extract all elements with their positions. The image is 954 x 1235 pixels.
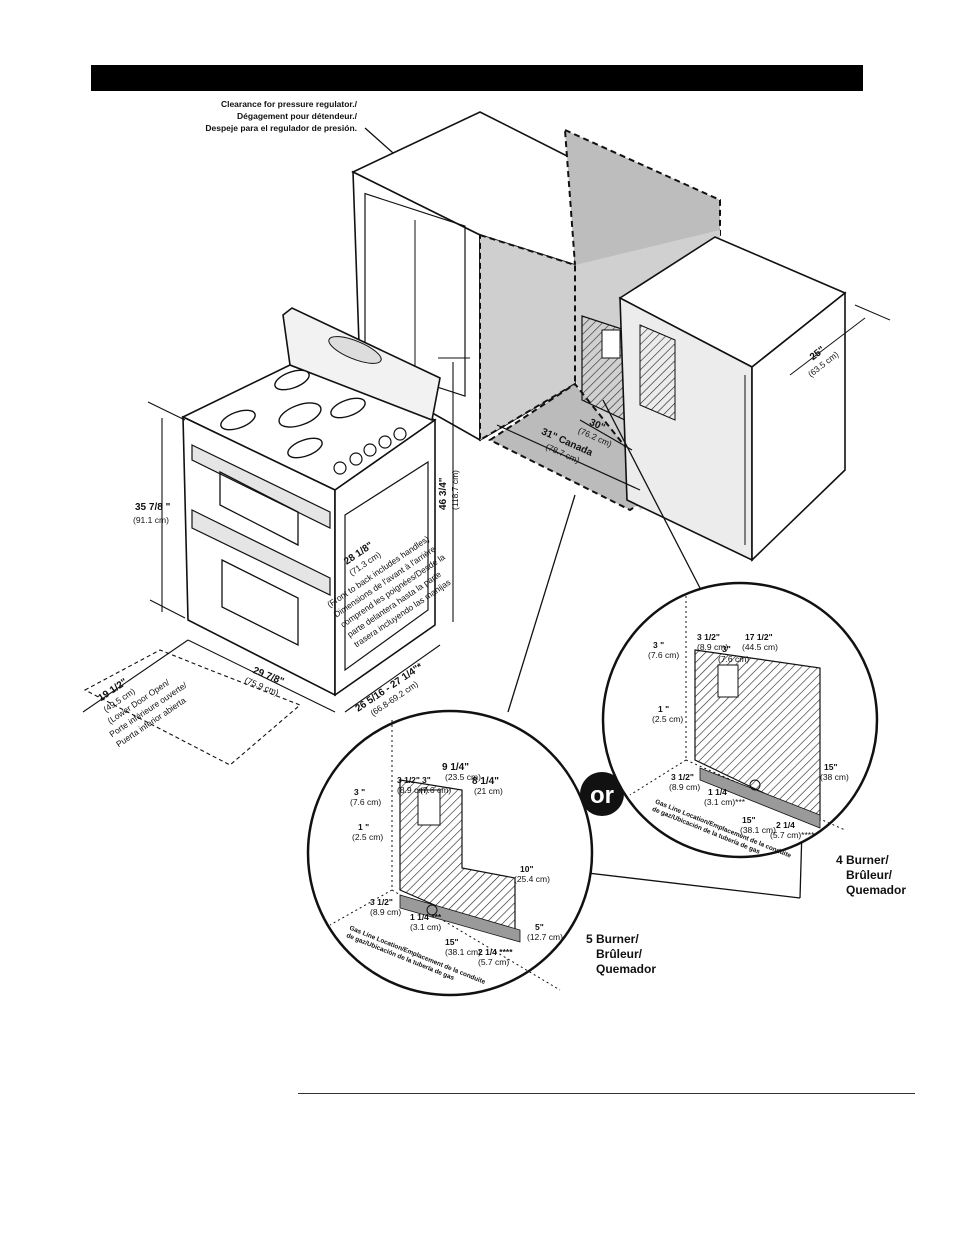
fb-3b-cm: (7.6 cm) bbox=[420, 785, 451, 795]
fb4-15-cm: (38.1 cm) bbox=[740, 825, 776, 835]
fb-3-1-2-cm: (8.9 cm) bbox=[397, 785, 428, 795]
upper-oven-window bbox=[219, 470, 299, 547]
fb4-1-1-4-cm: (3.1 cm)*** bbox=[704, 797, 746, 807]
fb4-title-2: Brûleur/ bbox=[846, 868, 893, 882]
fb-2-1-4-cm: (5.7 cm) bbox=[478, 957, 509, 967]
fb4-3a: 3" bbox=[722, 644, 731, 654]
header-bar bbox=[91, 65, 863, 91]
fb4-1: 1 " bbox=[658, 704, 669, 714]
dim-46-3-4-cm: (118.7 cm) bbox=[450, 470, 460, 510]
fb-5-cm: (12.7 cm) bbox=[527, 932, 563, 942]
range bbox=[181, 307, 441, 697]
fb4-1-cm: (2.5 cm) bbox=[652, 714, 683, 724]
fb-title-3: Quemador bbox=[596, 962, 656, 976]
fb4-17-1-2: 17 1/2" bbox=[745, 632, 773, 642]
four-burner-gas-line bbox=[699, 767, 821, 829]
right-cabinet bbox=[618, 236, 847, 562]
fb4-title-1: 4 Burner/ bbox=[836, 853, 889, 867]
fb4-1-1-4: 1 1/4 bbox=[708, 787, 727, 797]
callout-line-1: Clearance for pressure regulator./ bbox=[221, 99, 358, 109]
or-badge-text: or bbox=[590, 782, 614, 809]
callout-line-2: Dégagement pour détendeur./ bbox=[237, 111, 358, 121]
fb-title-1: 5 Burner/ bbox=[586, 932, 639, 946]
upper-oven-handle bbox=[191, 444, 331, 529]
or-badge: or bbox=[580, 772, 624, 816]
fb-10-cm: (25.4 cm) bbox=[514, 874, 550, 884]
five-burner-gas-line bbox=[399, 894, 521, 943]
fb-3a: 3 " bbox=[354, 787, 365, 797]
fb-1-1-4: 1 1/4 *** bbox=[410, 912, 442, 922]
right-cabinet-side bbox=[751, 291, 846, 562]
fb4-2-1-4-cm: (5.7 cm)**** bbox=[770, 830, 815, 840]
dim-46-3-4: 46 3/4" bbox=[438, 477, 449, 510]
range-dims bbox=[82, 357, 470, 766]
fb-2-1-4: 2 1/4 **** bbox=[478, 947, 513, 957]
fb-3-1-2-low-cm: (8.9 cm) bbox=[370, 907, 401, 917]
fb4-15: 15" bbox=[742, 815, 756, 825]
fb-3-1-2: 3 1/2" bbox=[397, 775, 420, 785]
dim-35-7-8-cm: (91.1 cm) bbox=[133, 515, 169, 525]
fb-9-1-4-cm: (23.5 cm) bbox=[445, 772, 481, 782]
fb-3a-cm: (7.6 cm) bbox=[350, 797, 381, 807]
fb4-3-1-2-low-cm: (8.9 cm) bbox=[669, 782, 700, 792]
fb4-17-1-2-cm: (44.5 cm) bbox=[742, 642, 778, 652]
fb-3-1-2-low: 3 1/2" bbox=[370, 897, 393, 907]
fb4-15v: 15" bbox=[824, 762, 838, 772]
lower-oven-window bbox=[221, 558, 299, 647]
callout-line-3: Despeje para el regulador de presión. bbox=[205, 123, 357, 133]
fb-15-cm: (38.1 cm) bbox=[445, 947, 481, 957]
regulator-clearance-box bbox=[601, 329, 621, 359]
fb-1-cm: (2.5 cm) bbox=[352, 832, 383, 842]
detail-four-burner bbox=[601, 581, 879, 859]
fb4-3a-cm: (7.6 cm) bbox=[718, 654, 749, 664]
burner-grates bbox=[220, 369, 366, 459]
range-side bbox=[334, 418, 436, 697]
fb4-3-1-2: 3 1/2" bbox=[697, 632, 720, 642]
dim-35-7-8: 35 7/8 " bbox=[135, 502, 171, 513]
fb4-3b: 3 " bbox=[653, 640, 664, 650]
fb4-title-3: Quemador bbox=[846, 883, 906, 897]
fb4-3-1-2-cm: (8.9 cm) bbox=[697, 642, 728, 652]
fb-8-1-4: 8 1/4" bbox=[472, 776, 499, 787]
fb4-3b-cm: (7.6 cm) bbox=[648, 650, 679, 660]
fb-5: 5" bbox=[535, 922, 544, 932]
bottom-rule bbox=[298, 1093, 915, 1094]
fb4-2-1-4: 2 1/4 bbox=[776, 820, 795, 830]
fb-9-1-4: 9 1/4" bbox=[442, 762, 469, 773]
control-knobs bbox=[333, 427, 407, 475]
fb-10: 10" bbox=[520, 864, 534, 874]
fb-1: 1 " bbox=[358, 822, 369, 832]
fb-15: 15" bbox=[445, 937, 459, 947]
lower-oven-handle bbox=[191, 509, 331, 596]
fb-1-1-4-cm: (3.1 cm) bbox=[410, 922, 441, 932]
detail-five-burner bbox=[306, 709, 594, 997]
fb-title-2: Brûleur/ bbox=[596, 947, 643, 961]
fb-8-1-4-cm: (21 cm) bbox=[474, 786, 503, 796]
fb-3b: 3" bbox=[422, 775, 431, 785]
range-backguard bbox=[282, 307, 441, 422]
fb4-15v-cm: (38 cm) bbox=[820, 772, 849, 782]
fb4-3-1-2-low: 3 1/2" bbox=[671, 772, 694, 782]
floor-cutout bbox=[488, 382, 662, 512]
